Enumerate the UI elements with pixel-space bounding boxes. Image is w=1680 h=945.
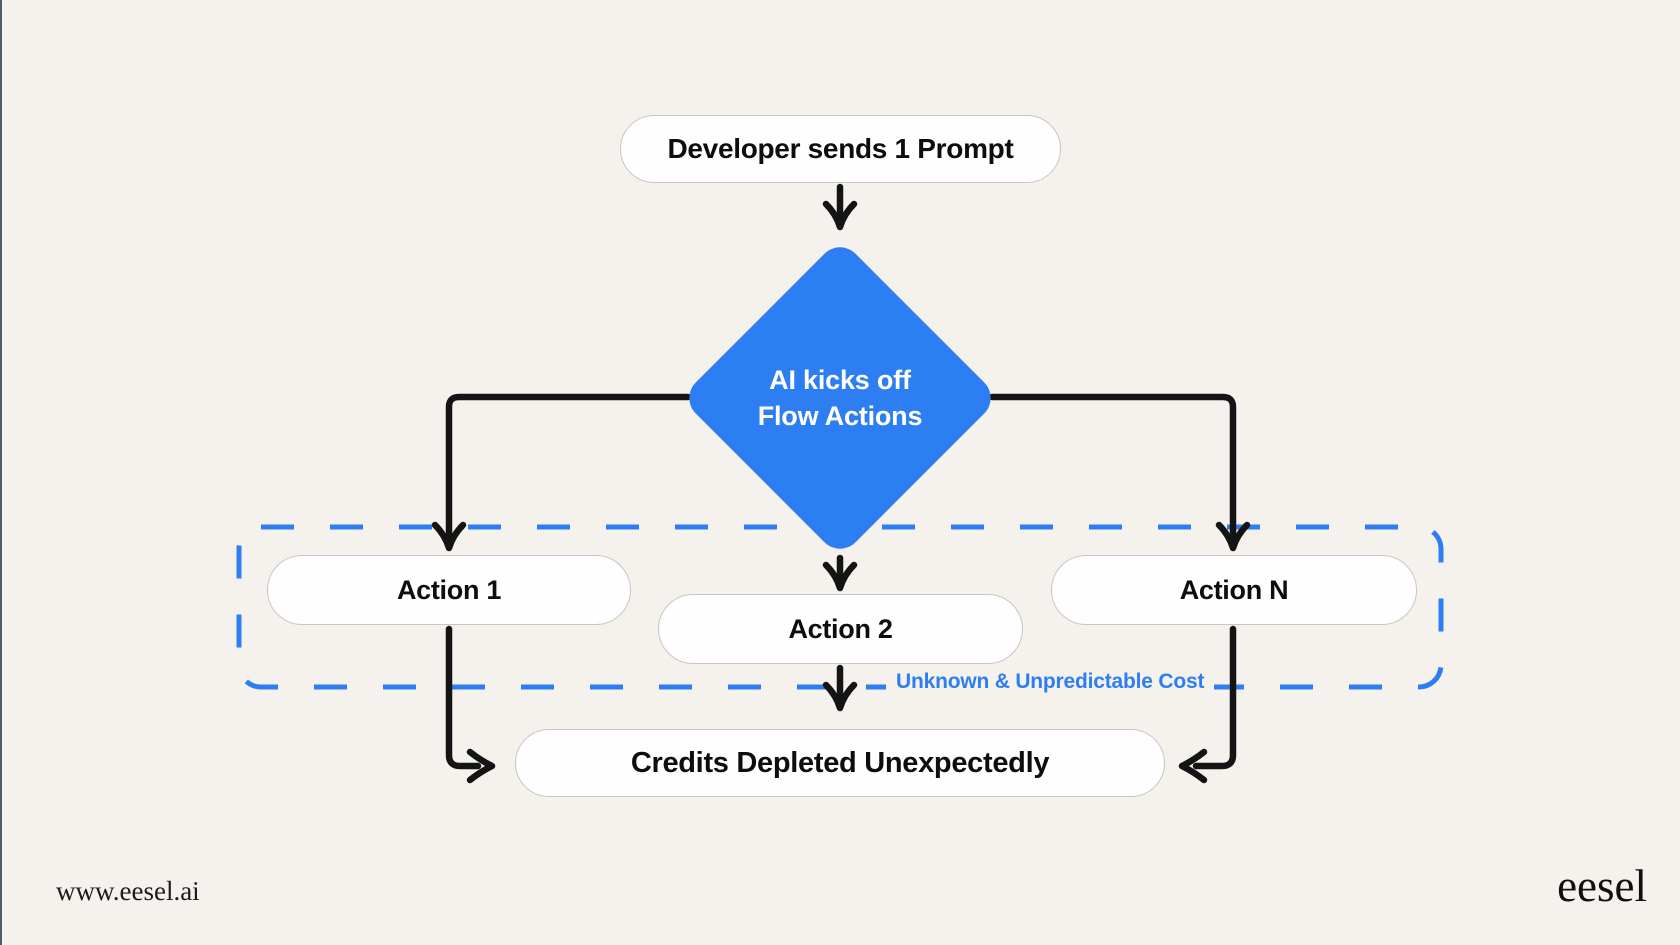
footer-website-url: www.eesel.ai bbox=[56, 876, 200, 906]
decision-node-label-layer: AI kicks off Flow Actions bbox=[680, 238, 1000, 558]
action-1-label: Action 1 bbox=[396, 574, 502, 605]
action-n-node: Action N bbox=[1051, 555, 1417, 625]
connector-action-1-to-end bbox=[445, 625, 496, 784]
action-2-node: Action 2 bbox=[658, 594, 1023, 664]
action-n-label: Action N bbox=[1179, 574, 1289, 605]
end-node: Credits Depleted Unexpectedly bbox=[515, 729, 1165, 797]
connector-decision-to-action-n bbox=[988, 393, 1251, 552]
end-node-label: Credits Depleted Unexpectedly bbox=[630, 746, 1050, 779]
start-node: Developer sends 1 Prompt bbox=[620, 115, 1061, 183]
left-edge-strip bbox=[0, 0, 2, 945]
decision-node-label: AI kicks off Flow Actions bbox=[757, 365, 923, 431]
action-2-label: Action 2 bbox=[788, 613, 893, 644]
arrow-start-to-decision bbox=[822, 183, 858, 231]
arrow-decision-to-action-2 bbox=[822, 554, 858, 592]
cost-note-label: Unknown & Unpredictable Cost bbox=[886, 666, 1215, 698]
arrow-action-2-to-end bbox=[822, 664, 858, 712]
action-1-node: Action 1 bbox=[267, 555, 631, 625]
start-node-label: Developer sends 1 Prompt bbox=[667, 133, 1014, 164]
connector-action-n-to-end bbox=[1178, 625, 1237, 784]
brand-logo: eesel bbox=[1557, 861, 1647, 911]
connector-decision-to-action-1 bbox=[431, 393, 692, 552]
